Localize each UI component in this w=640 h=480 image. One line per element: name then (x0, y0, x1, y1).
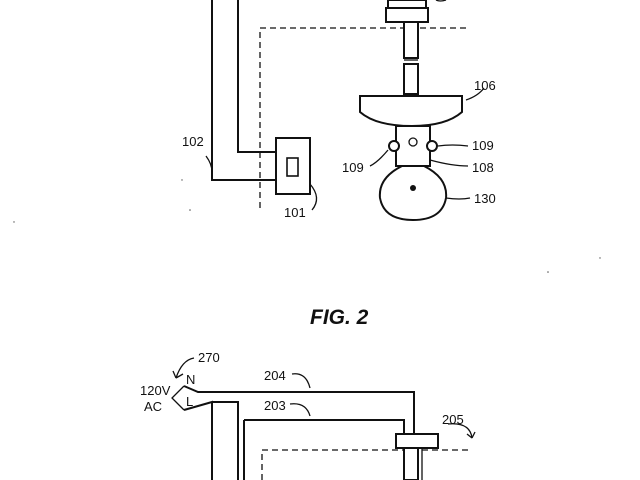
housing-106 (359, 95, 463, 128)
label-102: 102 (182, 134, 204, 149)
switch-toggle (286, 157, 299, 177)
leader-cropped (435, 0, 447, 2)
mount-bracket (385, 7, 429, 23)
label-270: 270 (198, 350, 220, 365)
leader-130 (445, 197, 471, 200)
label-n: N (186, 372, 195, 387)
leader-203 (289, 403, 311, 417)
down-rod-upper (403, 21, 419, 59)
source-brace (171, 385, 185, 411)
label-205: 205 (442, 412, 464, 427)
wall-dashed-line (259, 27, 470, 208)
label-ac: AC (144, 399, 162, 414)
scan-specks (13, 179, 601, 273)
label-109-right: 109 (472, 138, 494, 153)
label-120v: 120V (140, 383, 171, 398)
line-wire-203 (244, 419, 405, 436)
fixture-205 (395, 433, 439, 449)
figure-1: 102 101 106 109 109 108 (182, 0, 496, 222)
bulb-130 (378, 165, 448, 222)
leader-101 (309, 183, 318, 211)
leader-102 (205, 155, 213, 173)
wall-dashed-line-2 (261, 449, 472, 480)
line-wire-203-left (183, 400, 213, 480)
figure-2: 270 120V AC N L 204 203 205 (140, 350, 476, 480)
line-wire-203-loop (212, 401, 239, 480)
arrow-270 (172, 370, 184, 379)
label-109-left: 109 (342, 160, 364, 175)
label-101: 101 (284, 205, 306, 220)
wire-102-outer (211, 0, 280, 181)
label-108: 108 (472, 160, 494, 175)
screw-109-right (426, 140, 438, 152)
label-203: 203 (264, 398, 286, 413)
label-204: 204 (264, 368, 286, 383)
down-rod-lower (403, 63, 419, 95)
leader-270 (175, 357, 195, 379)
label-l: L (186, 394, 193, 409)
fixture-rod (403, 447, 419, 480)
arrow-205 (466, 431, 476, 439)
label-130: 130 (474, 191, 496, 206)
screw-109-left (388, 140, 400, 152)
leader-205 (447, 423, 473, 439)
leader-106 (465, 87, 485, 101)
label-106: 106 (474, 78, 496, 93)
bulb-center-dot (410, 185, 416, 191)
leader-108 (429, 159, 469, 167)
figure-2-title: FIG. 2 (310, 306, 369, 329)
leader-109-right (437, 144, 469, 147)
neutral-wire-204 (183, 385, 415, 436)
socket-contact (408, 137, 418, 147)
wire-102-inner (237, 0, 276, 153)
leader-204 (291, 373, 311, 389)
leader-109-left (369, 149, 389, 167)
